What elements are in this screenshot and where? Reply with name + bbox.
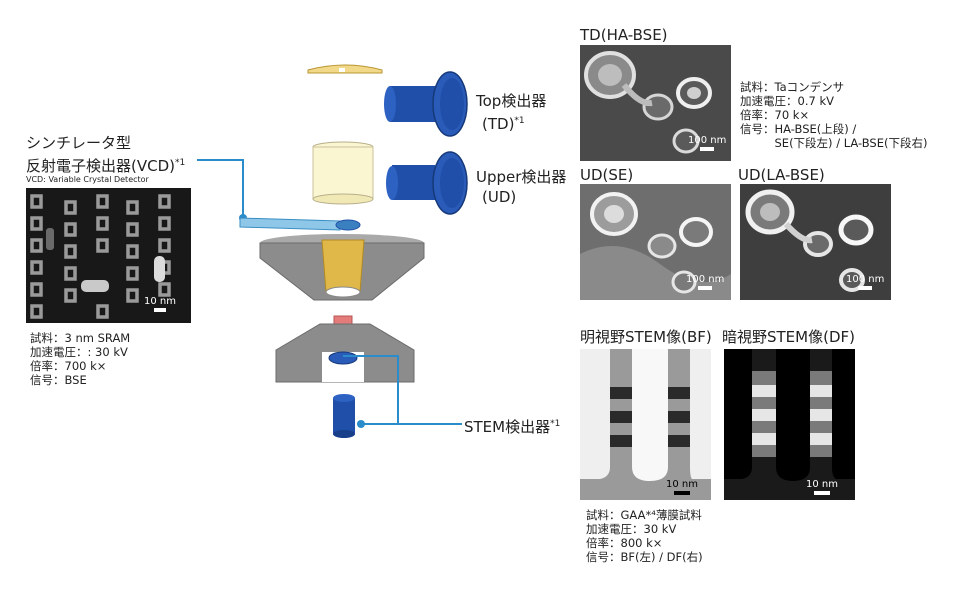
ud-housing	[312, 141, 374, 205]
td-scale-bar: 100 nm	[688, 135, 726, 151]
stem-detector-cylinder	[333, 394, 355, 438]
upper-detector-sublabel: (UD)	[482, 188, 517, 206]
ud-labse-scale-bar: 100 nm	[846, 274, 884, 290]
vcd-sem-image: 10 nm	[26, 188, 191, 323]
ud-se-scale-bar: 100 nm	[686, 274, 724, 290]
top-detector-cylinder	[384, 71, 468, 137]
td-sem-image: 100 nm	[580, 45, 731, 161]
ud-labse-sem-image: 100 nm	[740, 184, 891, 300]
td-image-title: TD(HA-BSE)	[580, 26, 668, 44]
vcd-connector-line	[197, 159, 244, 218]
objective-lens	[259, 234, 425, 301]
ud-se-sem-image: 100 nm	[580, 184, 731, 300]
vcd-subtitle: VCD: Variable Crystal Detector	[26, 175, 149, 184]
stem-connector-line	[343, 355, 399, 425]
top-detector-sublabel: (TD)*1	[482, 115, 525, 133]
df-stem-image: 10 nm	[724, 349, 855, 500]
stem-connector-dot	[357, 420, 365, 428]
stem-detector-label: STEM検出器*1	[464, 418, 561, 436]
upper-detector-cylinder	[386, 151, 468, 215]
top-detector-label: Top検出器	[476, 92, 547, 110]
td-plate	[307, 64, 383, 74]
bf-image-title: 明視野STEM像(BF)	[580, 328, 712, 346]
vcd-scale-bar: 10 nm	[144, 296, 176, 312]
ud-se-image-title: UD(SE)	[580, 166, 634, 184]
bf-scale-bar: 10 nm	[666, 479, 698, 495]
upper-detector-label: Upper検出器	[476, 168, 567, 186]
df-scale-bar: 10 nm	[806, 479, 838, 495]
bf-stem-image: 10 nm	[580, 349, 711, 500]
vcd-title-line1: シンチレータ型	[26, 134, 132, 152]
ud-labse-image-title: UD(LA-BSE)	[738, 166, 825, 184]
stem-holder	[275, 315, 415, 383]
vcd-arm	[239, 217, 361, 231]
df-image-title: 暗視野STEM像(DF)	[722, 328, 855, 346]
vcd-title-line2: 反射電子検出器(VCD)*1	[26, 157, 186, 175]
